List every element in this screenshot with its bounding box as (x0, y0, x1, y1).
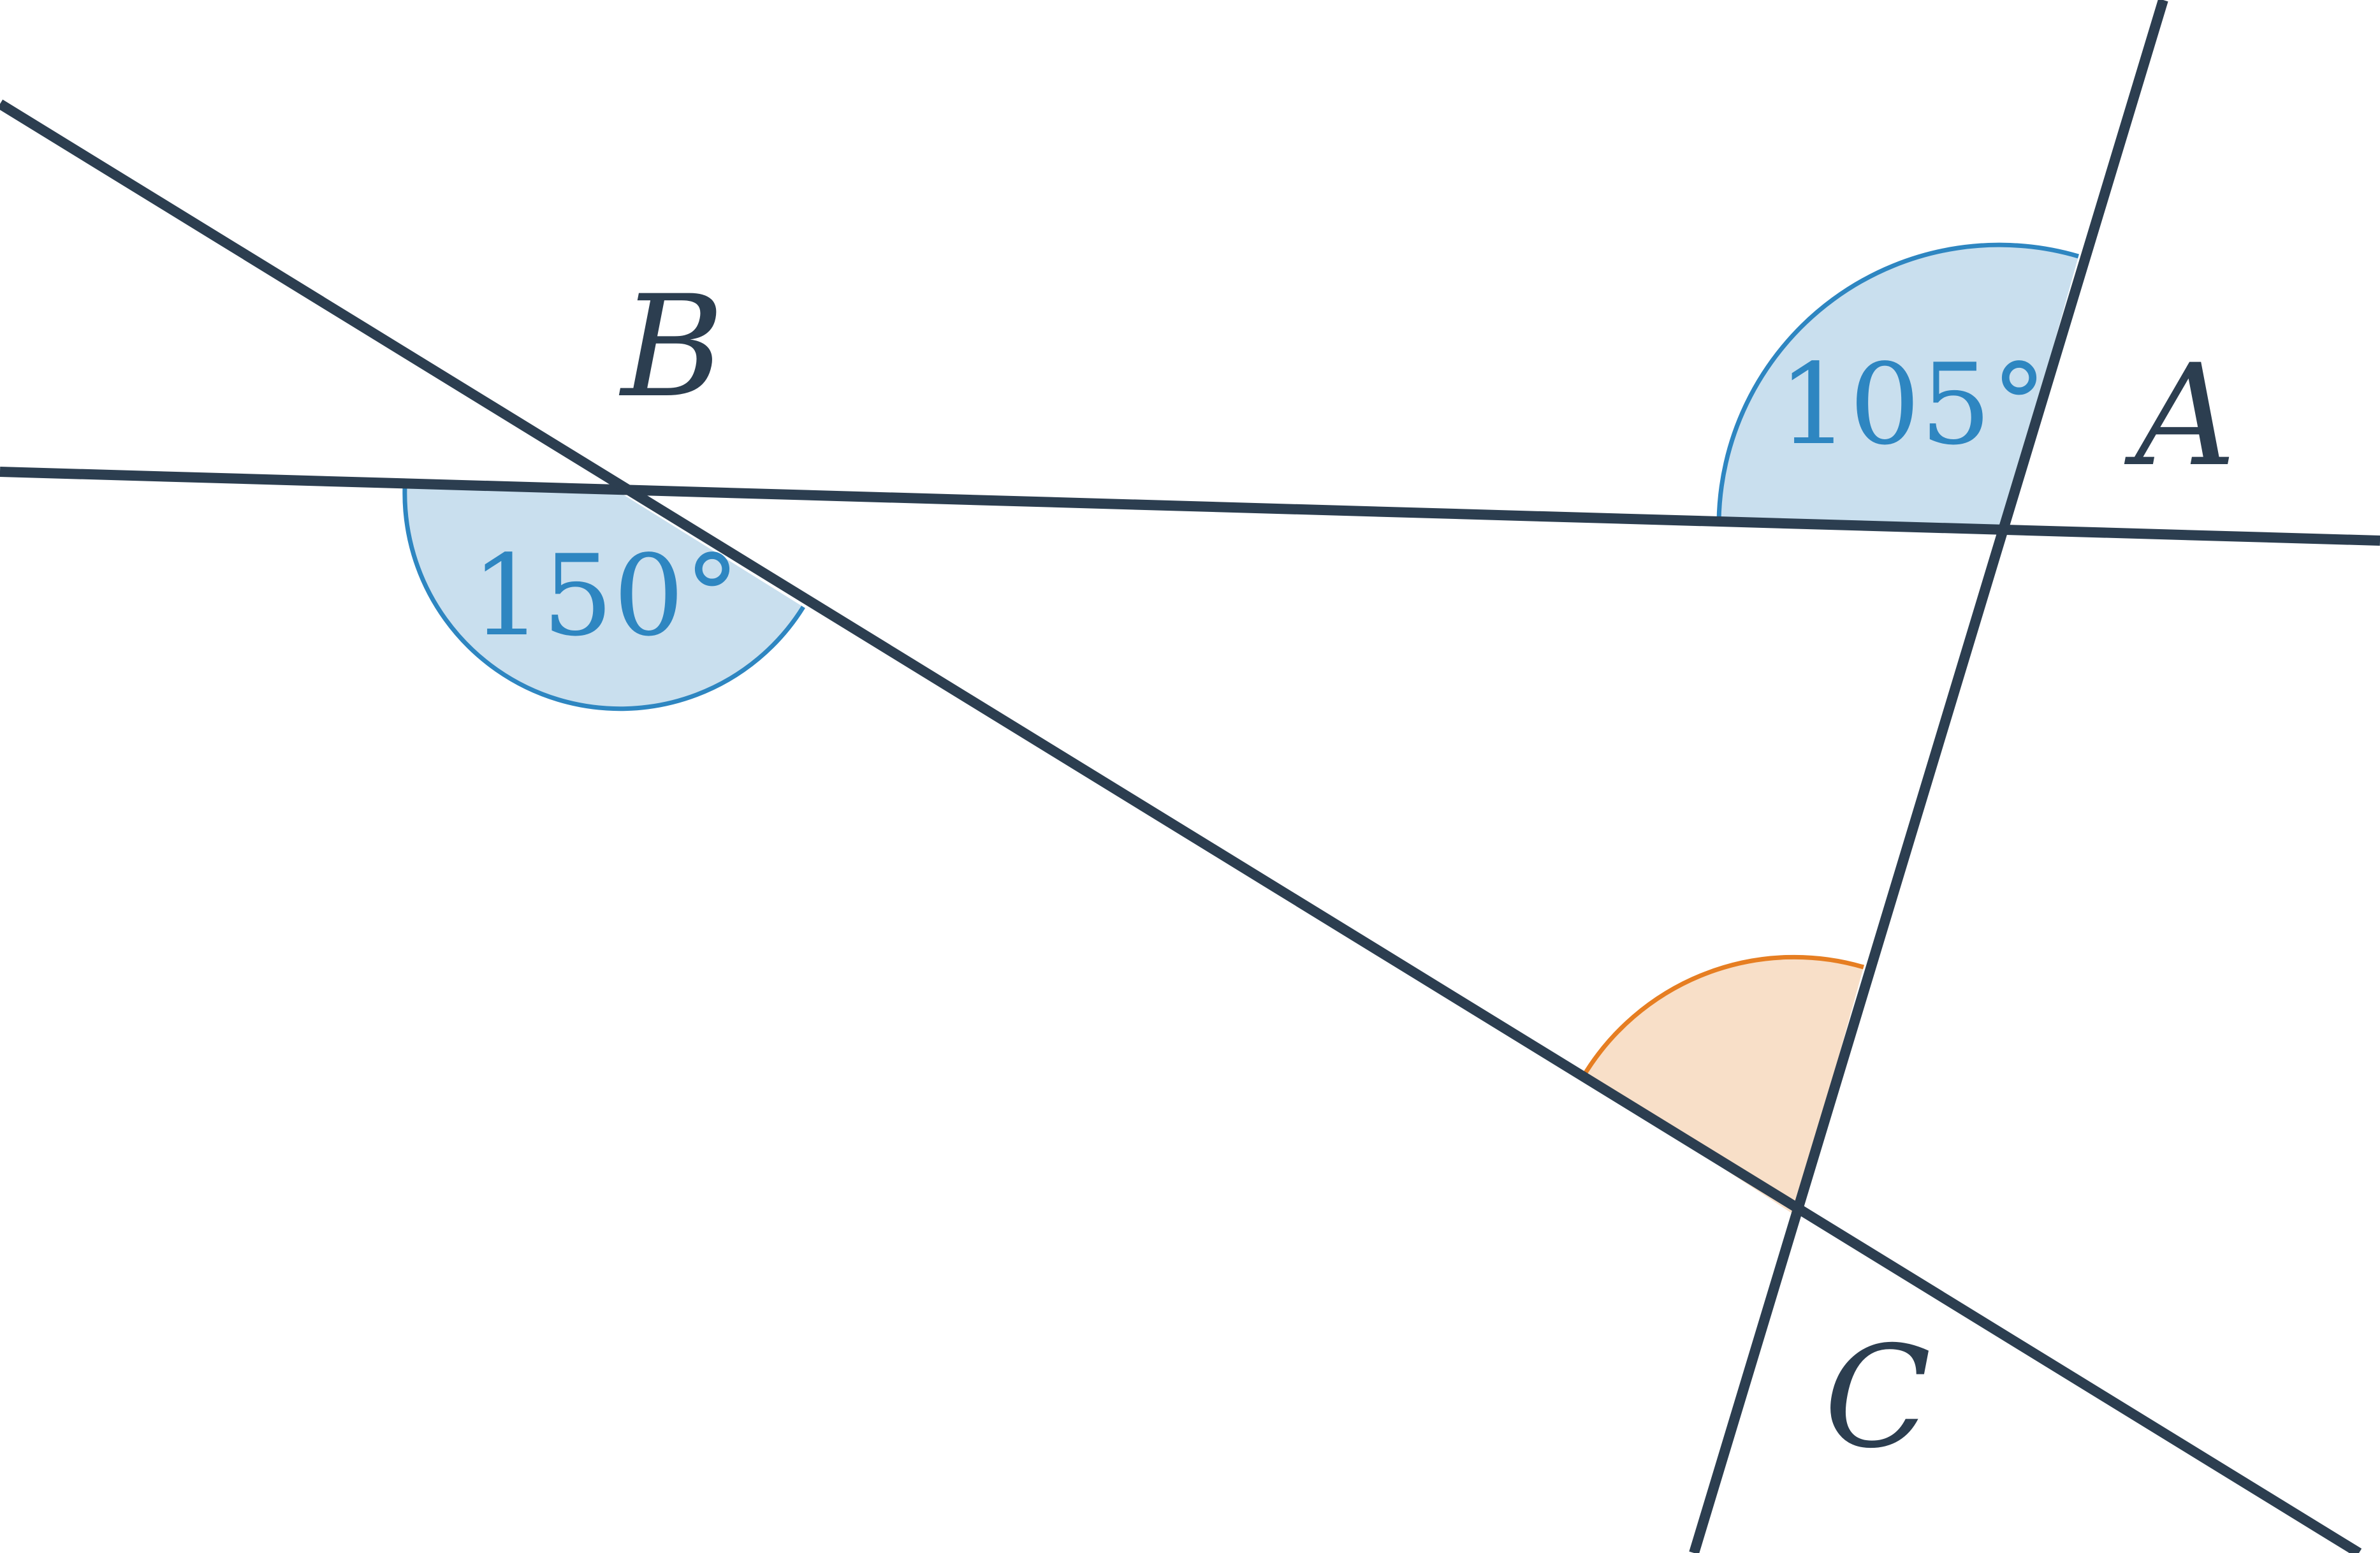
angle-label-B: 150° (471, 532, 740, 661)
line-through-A-and-C (1689, 0, 2168, 1553)
angle-sector-B (404, 487, 803, 709)
angle-arc-B (402, 486, 805, 711)
point-label-C: C (1824, 1316, 1931, 1479)
angle-sector-C (1583, 957, 1864, 1215)
line-through-B-and-C (0, 99, 2362, 1553)
angle-arc-A (1716, 242, 2079, 521)
point-label-A: A (2124, 334, 2237, 497)
angle-arc-C (1581, 954, 1864, 1078)
angle-label-A: 105° (1778, 340, 2047, 470)
point-label-B: B (618, 265, 724, 428)
angle-sector-A (1719, 245, 2078, 529)
line-through-B-and-A (0, 467, 2380, 546)
